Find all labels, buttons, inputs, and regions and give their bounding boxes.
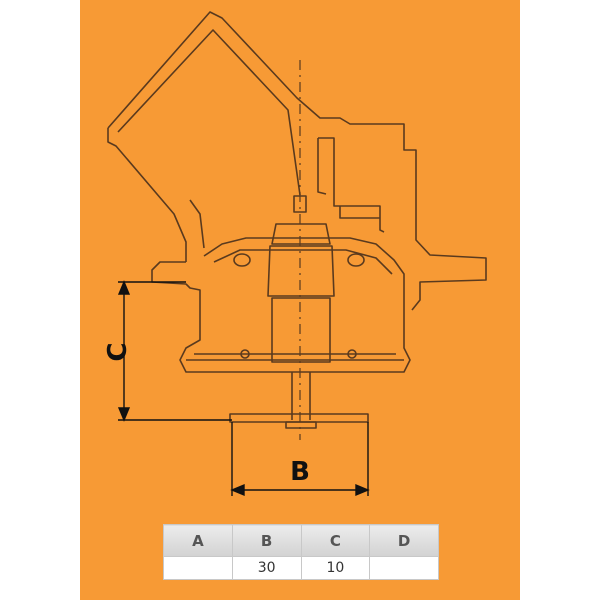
housing-top xyxy=(203,237,405,290)
spring-ball-right xyxy=(347,349,357,359)
bypass-inner xyxy=(317,138,327,195)
dimension-label-b: B xyxy=(290,457,310,487)
value-c: 10 xyxy=(300,556,371,580)
housing-body xyxy=(179,290,411,373)
pipe-neck xyxy=(189,199,205,249)
value-b: 30 xyxy=(231,556,302,580)
seal-right xyxy=(347,253,365,267)
spindle-collar xyxy=(271,223,331,245)
pipe-lip xyxy=(107,128,187,262)
bypass-step xyxy=(339,206,380,219)
dim-b-arrow-left xyxy=(230,483,245,497)
bypass-chamber xyxy=(318,137,385,233)
valve-disc xyxy=(229,413,369,423)
spec-table: A B C D 30 10 xyxy=(163,524,439,580)
header-a: A xyxy=(163,524,233,557)
outlet-pipe-outline xyxy=(107,11,487,311)
value-d xyxy=(369,556,439,580)
housing-inner-top xyxy=(213,249,393,275)
header-c: C xyxy=(300,524,371,557)
header-d: D xyxy=(369,524,439,557)
spindle-body xyxy=(267,245,335,297)
spring-ball-left xyxy=(240,349,250,359)
dim-c-arrow-bottom xyxy=(117,407,131,422)
dim-b-arrow-right xyxy=(355,483,370,497)
spindle-lower xyxy=(271,297,331,363)
value-a xyxy=(163,556,233,580)
header-b: B xyxy=(231,524,302,557)
table-row: 30 10 xyxy=(163,556,439,580)
valve-disc-hub xyxy=(285,421,317,429)
outlet-pipe-inner xyxy=(117,29,301,196)
table-header-row: A B C D xyxy=(163,524,439,557)
left-flange xyxy=(151,261,201,300)
dim-c-arrow-top xyxy=(117,280,131,295)
dimension-label-c: C xyxy=(103,342,133,361)
spindle-top xyxy=(293,195,307,213)
seal-left xyxy=(233,253,251,267)
stem xyxy=(291,372,311,420)
